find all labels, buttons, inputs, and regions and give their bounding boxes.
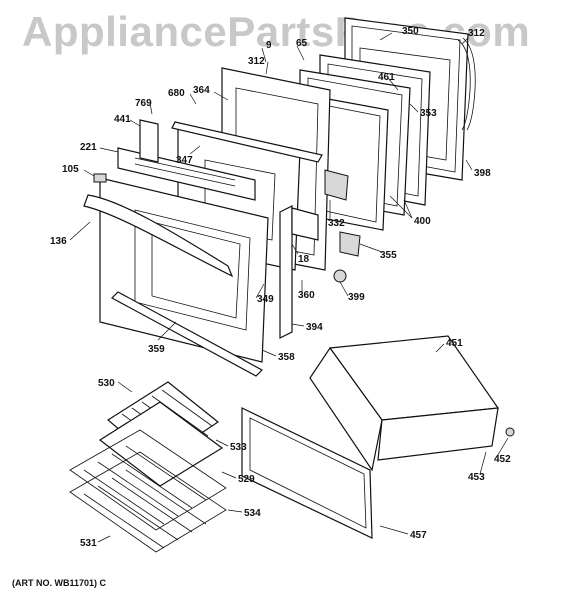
callout-359: 359 [148, 344, 165, 355]
callout-364: 364 [193, 85, 210, 96]
handle-cap-105 [93, 173, 107, 183]
callout-452: 452 [494, 454, 511, 465]
callout-347: 347 [176, 155, 193, 166]
storage-drawer-451 [309, 335, 500, 472]
callout-349: 349 [257, 294, 274, 305]
callout-398: 398 [474, 168, 491, 179]
callout-312: 312 [248, 56, 265, 67]
door-trim-347 [171, 121, 323, 163]
leader-lines [69, 32, 509, 543]
drawer-front-457 [241, 407, 373, 539]
callout-labels: 350 312 9 312 65 461 680 364 353 769 441… [50, 26, 511, 549]
callout-400: 400 [414, 216, 431, 227]
callout-441: 441 [114, 114, 131, 125]
callout-457: 457 [410, 530, 427, 541]
oven-rack-529 [69, 429, 227, 531]
callout-531: 531 [80, 538, 97, 549]
callout-453: 453 [468, 472, 485, 483]
bracket-441 [139, 119, 159, 163]
hinge-355 [339, 231, 361, 257]
hinge-332 [324, 169, 349, 201]
callout-451: 451 [446, 338, 463, 349]
callout-353: 353 [420, 108, 437, 119]
callout-358: 358 [278, 352, 295, 363]
callout-394: 394 [306, 322, 323, 333]
side-trim-360 [291, 207, 319, 241]
callout-529: 529 [238, 474, 255, 485]
callout-312-top: 312 [468, 28, 485, 39]
bumper-399 [333, 269, 347, 283]
callout-9: 9 [266, 40, 272, 51]
callout-461: 461 [378, 72, 395, 83]
door-gasket [457, 37, 476, 131]
callout-332: 332 [328, 218, 345, 229]
glide-452 [505, 427, 515, 437]
door-bottom-trim-359 [111, 291, 263, 377]
side-trim-394 [279, 205, 293, 339]
callout-18: 18 [298, 254, 310, 265]
callout-534: 534 [244, 508, 261, 519]
callout-65: 65 [296, 38, 308, 49]
callout-105: 105 [62, 164, 79, 175]
callout-350: 350 [402, 26, 419, 37]
callout-399: 399 [348, 292, 365, 303]
callout-680: 680 [168, 88, 185, 99]
callout-355: 355 [380, 250, 397, 261]
callout-533: 533 [230, 442, 247, 453]
callout-769: 769 [135, 98, 152, 109]
door-handle-136 [83, 173, 234, 278]
callout-221: 221 [80, 142, 97, 153]
callout-136: 136 [50, 236, 67, 247]
oven-rack-531 [69, 451, 227, 553]
callout-530: 530 [98, 378, 115, 389]
callout-360: 360 [298, 290, 315, 301]
art-number: (ART NO. WB11701) C [12, 578, 107, 588]
